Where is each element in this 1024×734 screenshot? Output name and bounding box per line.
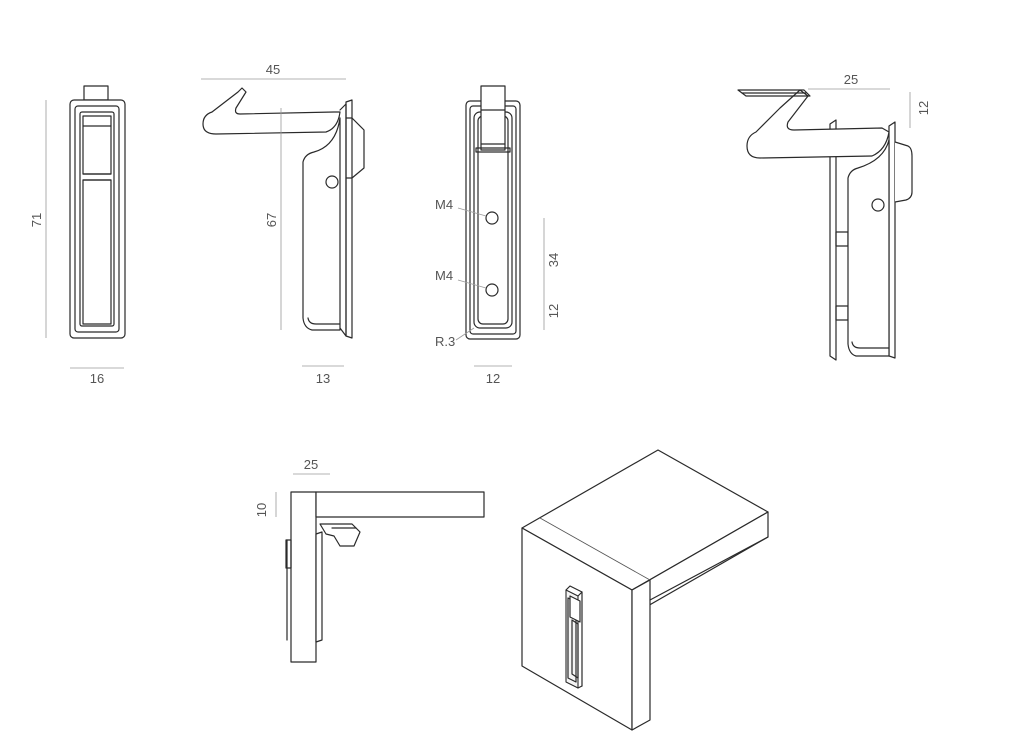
side-height-dimension: 67 [264, 213, 279, 227]
screw-bottom-label: M4 [435, 268, 453, 283]
screw-top-label: M4 [435, 197, 453, 212]
front-width-dimension: 16 [90, 371, 104, 386]
side-depth-dimension: 13 [316, 371, 330, 386]
back-width-dimension: 12 [486, 371, 500, 386]
isometric-view [521, 449, 769, 731]
hook-view-rise-dimension: 12 [916, 101, 931, 115]
installed-offset-dimension: 10 [254, 503, 269, 517]
back-lower-offset-dimension: 12 [546, 304, 561, 318]
side-hook-reach-dimension: 45 [266, 62, 280, 77]
front-height-dimension: 71 [29, 213, 44, 227]
side-view: 45 67 13 [201, 62, 365, 386]
installed-view: 25 10 [254, 457, 485, 663]
front-view: 71 16 [29, 85, 126, 386]
hook-view-reach-dimension: 25 [844, 72, 858, 87]
corner-radius-label: R.3 [435, 334, 455, 349]
back-view: M4 M4 R.3 34 12 12 [435, 85, 561, 386]
installed-reach-dimension: 25 [304, 457, 318, 472]
back-hole-spacing-dimension: 34 [546, 253, 561, 267]
hook-view: 25 12 [737, 72, 931, 361]
